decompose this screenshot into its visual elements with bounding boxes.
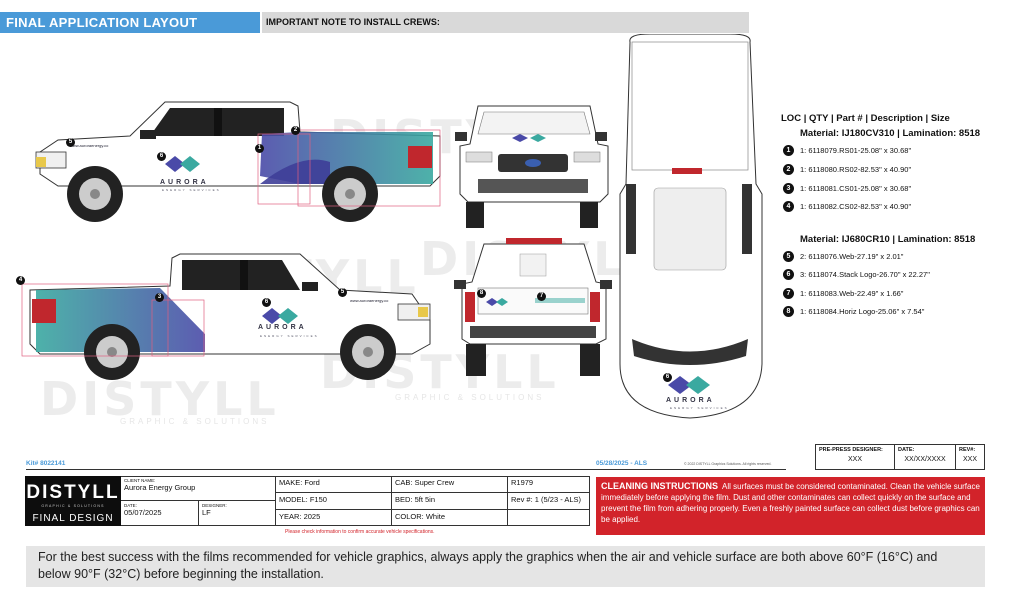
callout-5: 5: [66, 138, 75, 147]
aurora-logo-sub: ENERGY SERVICES: [670, 406, 729, 410]
truck-rear-view: [454, 238, 612, 376]
callout-5: 5: [338, 288, 347, 297]
install-note: IMPORTANT NOTE TO INSTALL CREWS:: [262, 12, 749, 33]
legend-heading: LOC | QTY | Part # | Description | Size: [781, 113, 950, 124]
cleaning-instructions: CLEANING INSTRUCTIONS All surfaces must …: [596, 477, 985, 535]
cleaning-text: All surfaces must be considered contamin…: [601, 482, 980, 524]
divider: [26, 469, 786, 470]
callout-4: 4: [16, 276, 25, 285]
aurora-logo: AURORA: [666, 397, 715, 404]
job-cell: R1979: [508, 476, 590, 493]
client-cell: CLIENT NAME:Aurora Energy Group: [121, 476, 276, 501]
watermark: DISTYLL: [40, 372, 280, 426]
callout-1: 1: [255, 144, 264, 153]
callout-3: 3: [155, 293, 164, 302]
callout-8: 8: [477, 289, 486, 298]
watermark-sub: GRAPHIC & SOLUTIONS: [120, 417, 270, 426]
truck-driver-side: [21, 253, 431, 380]
truck-top-view: [619, 34, 763, 419]
spec-warning: Please check information to confirm accu…: [285, 529, 435, 535]
truck-front-view: [455, 105, 609, 228]
aurora-logo: AURORA: [258, 324, 307, 331]
aurora-logo-sub: ENERGY SERVICES: [162, 188, 221, 192]
rev-cell: Rev #: 1 (5/23 - ALS): [508, 493, 590, 510]
web-graphic: www.auroraenergy.co: [70, 143, 109, 148]
callout-6: 6: [663, 373, 672, 382]
cleaning-title: CLEANING INSTRUCTIONS: [601, 481, 718, 491]
cab-cell: CAB: Super Crew: [392, 476, 508, 493]
color-cell: COLOR: White: [392, 510, 508, 526]
legend-material-2: Material: IJ680CR10 | Lamination: 8518: [800, 234, 976, 245]
make-cell: MAKE: Ford: [276, 476, 392, 493]
aurora-logo-sub: ENERGY SERVICES: [260, 334, 319, 338]
truck-passenger-side: [35, 101, 441, 222]
aurora-logo: AURORA: [160, 179, 209, 186]
model-cell: MODEL: F150: [276, 493, 392, 510]
distyll-logo: DISTYLL GRAPHIC & SOLUTIONS FINAL DESIGN: [25, 476, 121, 526]
copyright: © 2022 DISTYLL Graphics Solutions. All r…: [684, 462, 772, 466]
bed-cell: BED: 5ft 5in: [392, 493, 508, 510]
layout-title: FINAL APPLICATION LAYOUT: [0, 12, 260, 33]
temperature-note: For the best success with the films reco…: [26, 546, 985, 587]
kit-number: Kit# 8022141: [26, 460, 66, 467]
year-cell: YEAR: 2025: [276, 510, 392, 526]
proof-date: 05/28/2025 - ALS: [596, 460, 648, 467]
callout-6: 6: [262, 298, 271, 307]
callout-2: 2: [291, 126, 300, 135]
callout-7: 7: [537, 292, 546, 301]
web-graphic: www.auroraenergy.co: [350, 298, 389, 303]
date-cell: DATE:05/07/2025: [121, 501, 199, 526]
designer-cell: DESIGNER:LF: [199, 501, 276, 526]
prepress-box: PRE-PRESS DESIGNER:XXX DATE:XX/XX/XXXX R…: [815, 444, 985, 470]
watermark-sub: GRAPHIC & SOLUTIONS: [395, 393, 545, 402]
legend-material-1: Material: IJ180CV310 | Lamination: 8518: [800, 128, 981, 139]
vehicle-drawings: [21, 34, 763, 419]
callout-6: 6: [157, 152, 166, 161]
